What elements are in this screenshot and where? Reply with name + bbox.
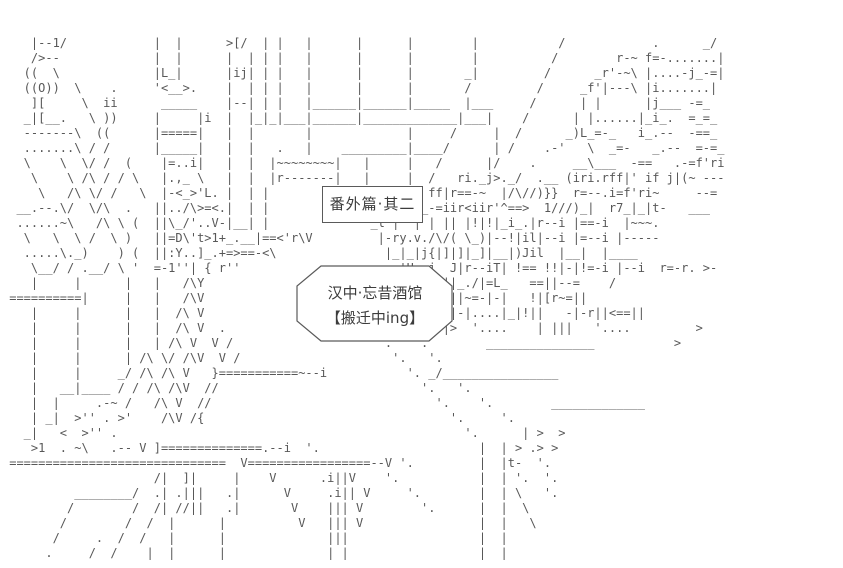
location-sign: 汉中·忘昔酒馆 【搬迁中ing】: [296, 265, 454, 343]
chapter-title-text: 番外篇·其二: [329, 195, 416, 213]
location-sign-line1: 汉中·忘昔酒馆: [328, 284, 423, 302]
location-sign-line2: 【搬迁中ing】: [326, 309, 424, 327]
location-sign-octagon-border: [296, 265, 453, 342]
chapter-title-sign: 番外篇·其二: [322, 186, 423, 223]
